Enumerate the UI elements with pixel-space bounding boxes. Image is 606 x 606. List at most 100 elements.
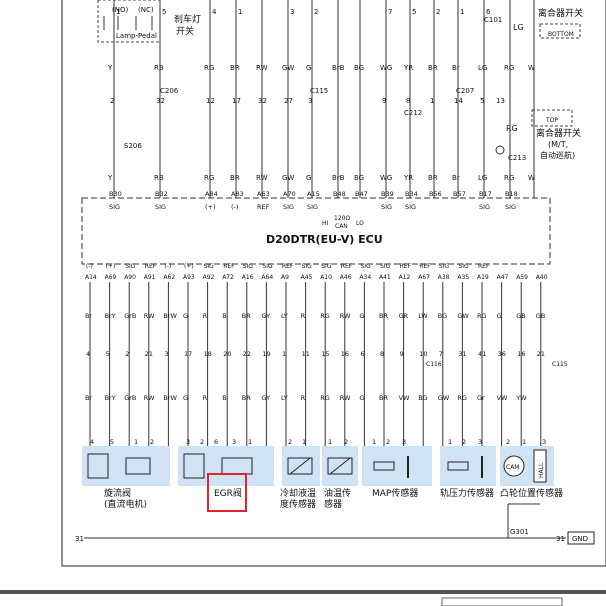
component-pin-num: 1 bbox=[522, 438, 526, 446]
ecu-bottom-sig: SIG bbox=[321, 263, 332, 270]
upper-pin-num: 1 bbox=[460, 8, 464, 16]
c115b-label: C115 bbox=[552, 361, 568, 368]
ecu-bottom-pin: A72 bbox=[222, 274, 234, 281]
ecu-top-sig: REF bbox=[257, 203, 270, 211]
upper-wire-color: RG bbox=[204, 64, 214, 72]
upper-wire-color: W bbox=[528, 64, 535, 72]
g301-label: G301 bbox=[510, 528, 529, 536]
component-pin-num: 2 bbox=[200, 438, 204, 446]
upper-wire-color-low: RW bbox=[256, 174, 268, 182]
ground-right-num: 31 bbox=[556, 535, 565, 543]
lower-wire-color-bottom: LY bbox=[281, 394, 288, 402]
cam-sensor-symbol: CAM HALL bbox=[503, 449, 547, 483]
ecu-title: D20DTR(EU-V) ECU bbox=[266, 233, 383, 246]
component-pin-num: 3 bbox=[478, 438, 482, 446]
upper-pin-num-mid: 27 bbox=[284, 97, 293, 105]
upper-pin-num-mid: 9 bbox=[382, 97, 386, 105]
lower-wire-color-bottom: Gr bbox=[477, 394, 485, 402]
ecu-bottom-sig: (-) bbox=[86, 263, 93, 270]
ecu-top-pin: B18 bbox=[505, 190, 518, 198]
component-pin-num: 2 bbox=[462, 438, 466, 446]
ecu-top-sig: (-) bbox=[231, 203, 238, 211]
ecu-bottom-pin: A40 bbox=[536, 274, 548, 281]
lower-pin-num: 16 bbox=[341, 350, 349, 358]
ecu-bottom-pin: A59 bbox=[516, 274, 528, 281]
component-pin-num: 3 bbox=[186, 438, 190, 446]
brake-switch-label-1: 刹车灯 bbox=[174, 13, 201, 25]
upper-wire-color: BrB bbox=[332, 64, 345, 72]
upper-wire-color-low: RG bbox=[204, 174, 214, 182]
lower-pin-num: 9 bbox=[400, 350, 404, 358]
upper-wire-color: LG bbox=[478, 64, 487, 72]
c213-label: C213 bbox=[508, 154, 526, 162]
component-pin-num: 5 bbox=[110, 438, 114, 446]
lower-wire-color: RG bbox=[477, 312, 487, 320]
upper-wires: YYRBRBRGRGBRBRRWRWGWGWGGBrBBrBBGBGWGWGYR… bbox=[107, 0, 535, 198]
clutch-mid-label: 离合器开关 bbox=[536, 127, 581, 139]
ecu-bottom-pin: A14 bbox=[85, 274, 97, 281]
ecu-bottom-sig: REF bbox=[478, 263, 490, 270]
upper-wire-color: Br bbox=[452, 64, 460, 72]
clutch-switch-mid: TOP 离合器开关 (M/T, 自动巡航) RG C213 bbox=[495, 109, 581, 162]
upper-wire-color: WG bbox=[380, 64, 392, 72]
lower-wire-color-bottom: VW bbox=[399, 394, 410, 402]
can-hi: HI bbox=[322, 220, 329, 227]
lower-wire-color-bottom: YW bbox=[515, 394, 527, 402]
upper-pin-num-mid: 13 bbox=[496, 97, 505, 105]
swirl-valve-symbol bbox=[87, 453, 151, 479]
can-ohm: 120Ω bbox=[334, 215, 350, 222]
lower-wire-color-bottom: RG bbox=[457, 394, 467, 402]
upper-pin-num-mid: 2 bbox=[110, 97, 114, 105]
lower-wire-color-bottom: RG bbox=[320, 394, 330, 402]
upper-wire-color: BR bbox=[230, 64, 240, 72]
lower-wire-color: GB bbox=[516, 312, 526, 320]
upper-pin-num-mid: 8 bbox=[406, 97, 410, 105]
component-pin-num: 3 bbox=[232, 438, 236, 446]
ecu-top-sig: SIG bbox=[479, 203, 490, 211]
upper-wire-color-low: BrB bbox=[332, 174, 345, 182]
gnd-label: GND bbox=[572, 535, 588, 543]
lower-wire-color: RG bbox=[320, 312, 330, 320]
lower-wire-color: G bbox=[359, 312, 364, 320]
component-label: 度传感器 bbox=[280, 498, 316, 510]
upper-pin-num-mid: 17 bbox=[232, 97, 241, 105]
upper-pin-num-mid: 32 bbox=[156, 97, 165, 105]
ecu-bottom-pin: A9 bbox=[281, 274, 289, 281]
c116-label: C116 bbox=[426, 361, 442, 368]
upper-wire-color-low: YR bbox=[403, 174, 413, 182]
clutch-mid-sub1: (M/T, bbox=[548, 140, 568, 149]
ecu-bottom-pin: A47 bbox=[497, 274, 509, 281]
component-row bbox=[82, 446, 554, 486]
upper-wire-color-low: WG bbox=[380, 174, 392, 182]
ecu-top-pin: B56 bbox=[429, 190, 442, 198]
clutch-mid-sub2: 自动巡航) bbox=[540, 150, 575, 160]
lower-wire-color: R bbox=[301, 312, 306, 320]
upper-wire-color-low: W bbox=[528, 174, 535, 182]
lower-wire-color: BG bbox=[438, 312, 447, 320]
upper-wire-color: RG bbox=[504, 64, 514, 72]
ecu-top-pin: B32 bbox=[155, 190, 168, 198]
ecu-bottom-pin: A16 bbox=[242, 274, 254, 281]
ecu-top-pin: B34 bbox=[405, 190, 418, 198]
lower-wire-color-bottom: R bbox=[203, 394, 208, 402]
ecu-top-pin: B17 bbox=[479, 190, 492, 198]
ecu-bottom-sig: REF bbox=[145, 263, 157, 270]
ecu-bottom-pin: A92 bbox=[203, 274, 215, 281]
upper-wire-color-low: LG bbox=[478, 174, 487, 182]
can-text: CAN bbox=[335, 223, 348, 230]
oil-temp-sensor-symbol bbox=[327, 457, 353, 475]
lower-wire-color-bottom: GY bbox=[261, 394, 270, 402]
component-pin-num: 2 bbox=[344, 438, 348, 446]
lower-wire-color: Br bbox=[85, 312, 92, 320]
ecu-top-pin: B39 bbox=[381, 190, 394, 198]
component-label: 感器 bbox=[324, 498, 342, 510]
upper-wire-color-low: Y bbox=[107, 174, 113, 182]
ecu-top-sig: SIG bbox=[307, 203, 318, 211]
lower-wire-color-bottom: BrW bbox=[163, 394, 177, 402]
lower-pin-num: 6 bbox=[360, 350, 364, 358]
lower-wire-color: B bbox=[222, 312, 226, 320]
lower-pin-num: 41 bbox=[478, 350, 486, 358]
upper-wire-color: Y bbox=[107, 64, 113, 72]
upper-wire-color: GW bbox=[282, 64, 294, 72]
